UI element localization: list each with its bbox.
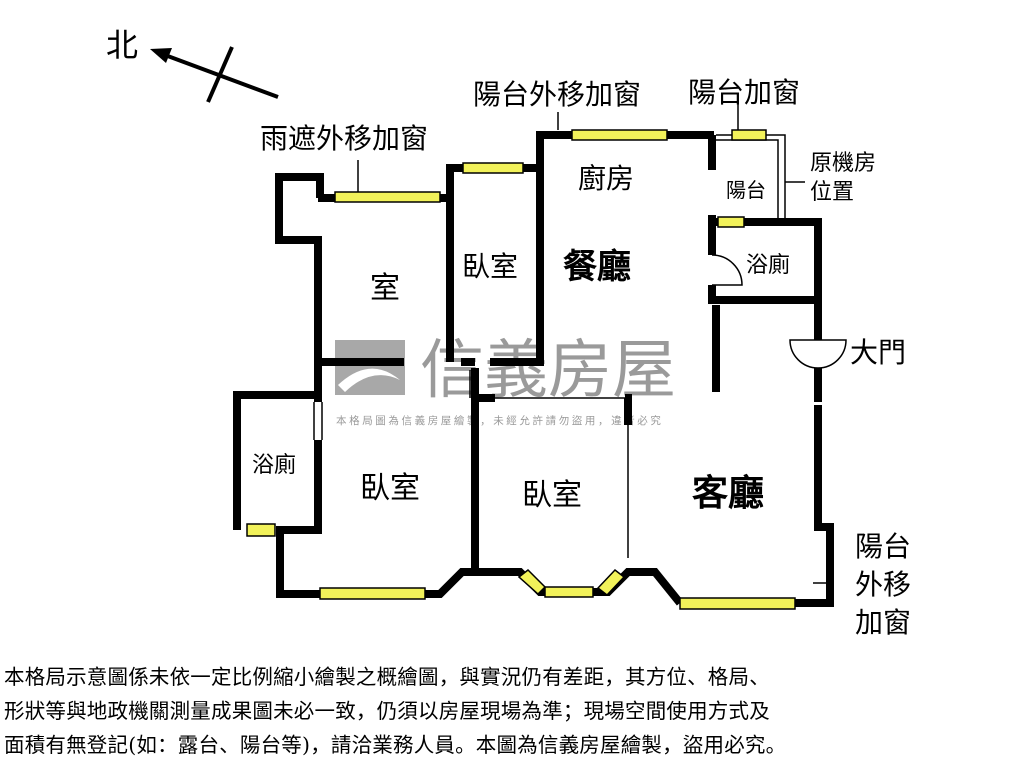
disclaimer-line: 本格局示意圖係未依一定比例縮小繪製之概繪圖，與實況仍有差距，其方位、格局、 [4,665,770,689]
bedroom-top-label: 臥室 [462,250,518,283]
north-label: 北 [106,26,138,64]
disclaimer: 本格局示意圖係未依一定比例縮小繪製之概繪圖，與實況仍有差距，其方位、格局、 形狀… [4,660,1024,762]
disclaimer-line: 形狀等與地政機關測量成果圖未必一致，仍須以房屋現場為準；現場空間使用方式及 [4,699,770,723]
watermark-notice: 本格局圖為信義房屋繪製，未經允許請勿盜用，違者必究 [336,414,664,427]
balcony-right-label-3: 加窗 [855,606,911,639]
main-door-icon [789,339,847,369]
dining-label: 餐廳 [563,247,631,287]
machine-room-label-2: 位置 [810,180,854,205]
north-arrow-icon [150,46,279,103]
windows [246,129,796,610]
door-swing-icon [711,254,743,286]
room-label: 室 [370,271,400,306]
living-room-label: 客廳 [692,472,764,514]
bedroom-middle-label: 臥室 [522,478,582,513]
rain-shelter-window-label: 雨遮外移加窗 [260,122,428,155]
balcony-label: 陽台 [726,178,766,202]
watermark-brand: 信義房屋 [420,334,676,408]
walls [233,131,834,607]
floor-plan: 信義房屋 本格局圖為信義房屋繪製，未經允許請勿盜用，違者必究 北 [106,26,911,639]
bath-left-label: 浴廁 [252,453,296,478]
machine-room-label-1: 原機房 [810,151,876,176]
bath-right-label: 浴廁 [746,253,790,278]
main-door-label: 大門 [850,336,906,369]
balcony-right-label-2: 外移 [855,568,911,601]
balcony-window-label: 陽台加窗 [688,76,800,109]
kitchen-label: 廚房 [578,162,634,195]
balcony-right-label-1: 陽台 [855,530,911,563]
balcony-out-window-label: 陽台外移加窗 [473,78,641,111]
bedroom-left-label: 臥室 [360,471,420,506]
watermark: 信義房屋 本格局圖為信義房屋繪製，未經允許請勿盜用，違者必究 [335,334,676,427]
disclaimer-line: 面積有無登記(如：露台、陽台等)，請洽業務人員。本圖為信義房屋繪製，盜用必究。 [4,733,787,757]
